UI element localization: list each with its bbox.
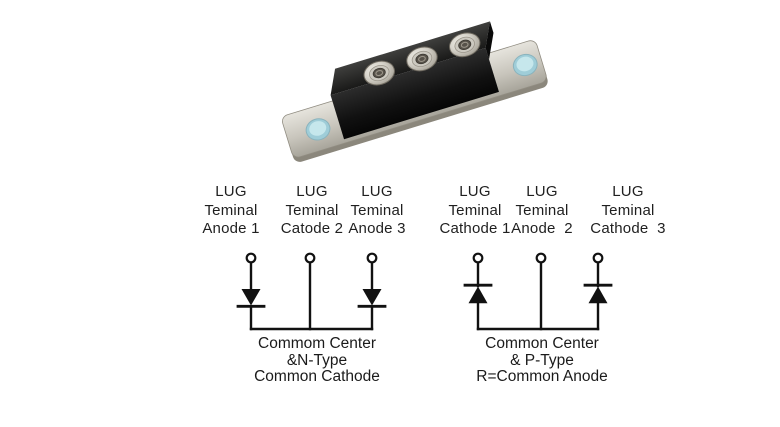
terminal-label-line: Catode 2: [280, 220, 344, 237]
common-anode-schematic: [463, 252, 613, 331]
terminal-label-line: LUG: [526, 183, 558, 200]
terminal-label-line: Anode 2: [511, 220, 573, 237]
terminal-label-cathode3: LUG Teminal Cathode 3: [563, 183, 693, 239]
common-anode-caption: Common Center & P-Type R=Common Anode: [435, 335, 649, 386]
terminal-label-line: Teminal: [350, 201, 404, 219]
product-photo-image: [282, 21, 548, 162]
terminal-label-line: Cathode 3: [590, 220, 666, 237]
diode-down-icon: [241, 289, 261, 306]
terminal-node: [245, 252, 257, 264]
terminal-node: [366, 252, 378, 264]
terminal-label-line: Anode 1: [202, 220, 260, 237]
terminal-label-line: LUG: [215, 183, 247, 200]
product-assembly: [282, 21, 548, 162]
terminal-label-line: Cathode 1: [439, 220, 511, 237]
common-cathode-caption: Commom Center &N-Type Common Cathode: [210, 335, 424, 386]
terminal-label-anode2: LUG Teminal Anode 2: [477, 183, 607, 239]
caption-line: Common Cathode: [254, 368, 380, 385]
screw-terminal-3: [449, 32, 481, 58]
caption-line: R=Common Anode: [476, 368, 608, 385]
screw-terminal-2: [406, 46, 438, 72]
terminal-label-line: LUG: [361, 183, 393, 200]
terminal-label-line: LUG: [459, 183, 491, 200]
caption-line: Common Center: [485, 335, 599, 352]
terminal-label-line: Teminal: [515, 201, 569, 219]
module-front-face: [330, 47, 499, 140]
terminal-label-line: LUG: [612, 183, 644, 200]
terminal-label-line: Teminal: [285, 201, 339, 219]
terminal-node: [535, 252, 547, 264]
diode-up-icon: [468, 286, 488, 304]
terminal-label-cathode1: LUG Teminal Cathode 1: [410, 183, 540, 239]
terminal-label-anode3: LUG Teminal Anode 3: [312, 183, 442, 239]
mounting-hole-right: [512, 53, 538, 77]
terminal-label-line: Anode 3: [348, 220, 406, 237]
terminal-label-line: LUG: [296, 183, 328, 200]
caption-line: & P-Type: [510, 351, 574, 369]
screw-terminal-1: [363, 60, 395, 86]
terminal-label-catode2: LUG Teminal Catode 2: [247, 183, 377, 239]
terminal-node: [592, 252, 604, 264]
caption-line: &N-Type: [286, 351, 348, 369]
module-end-face: [485, 21, 494, 60]
diode-up-icon: [588, 286, 608, 304]
terminal-label-line: Teminal: [601, 201, 655, 219]
mounting-hole-left: [305, 118, 331, 141]
diode-down-icon: [362, 289, 382, 306]
common-cathode-schematic: [236, 252, 387, 331]
terminal-label-line: Teminal: [448, 201, 502, 219]
terminal-node: [304, 252, 316, 264]
terminal-label-line: Teminal: [204, 201, 258, 219]
terminal-node: [472, 252, 484, 264]
caption-line: Commom Center: [258, 335, 376, 352]
terminal-label-anode1: LUG Teminal Anode 1: [166, 183, 296, 239]
